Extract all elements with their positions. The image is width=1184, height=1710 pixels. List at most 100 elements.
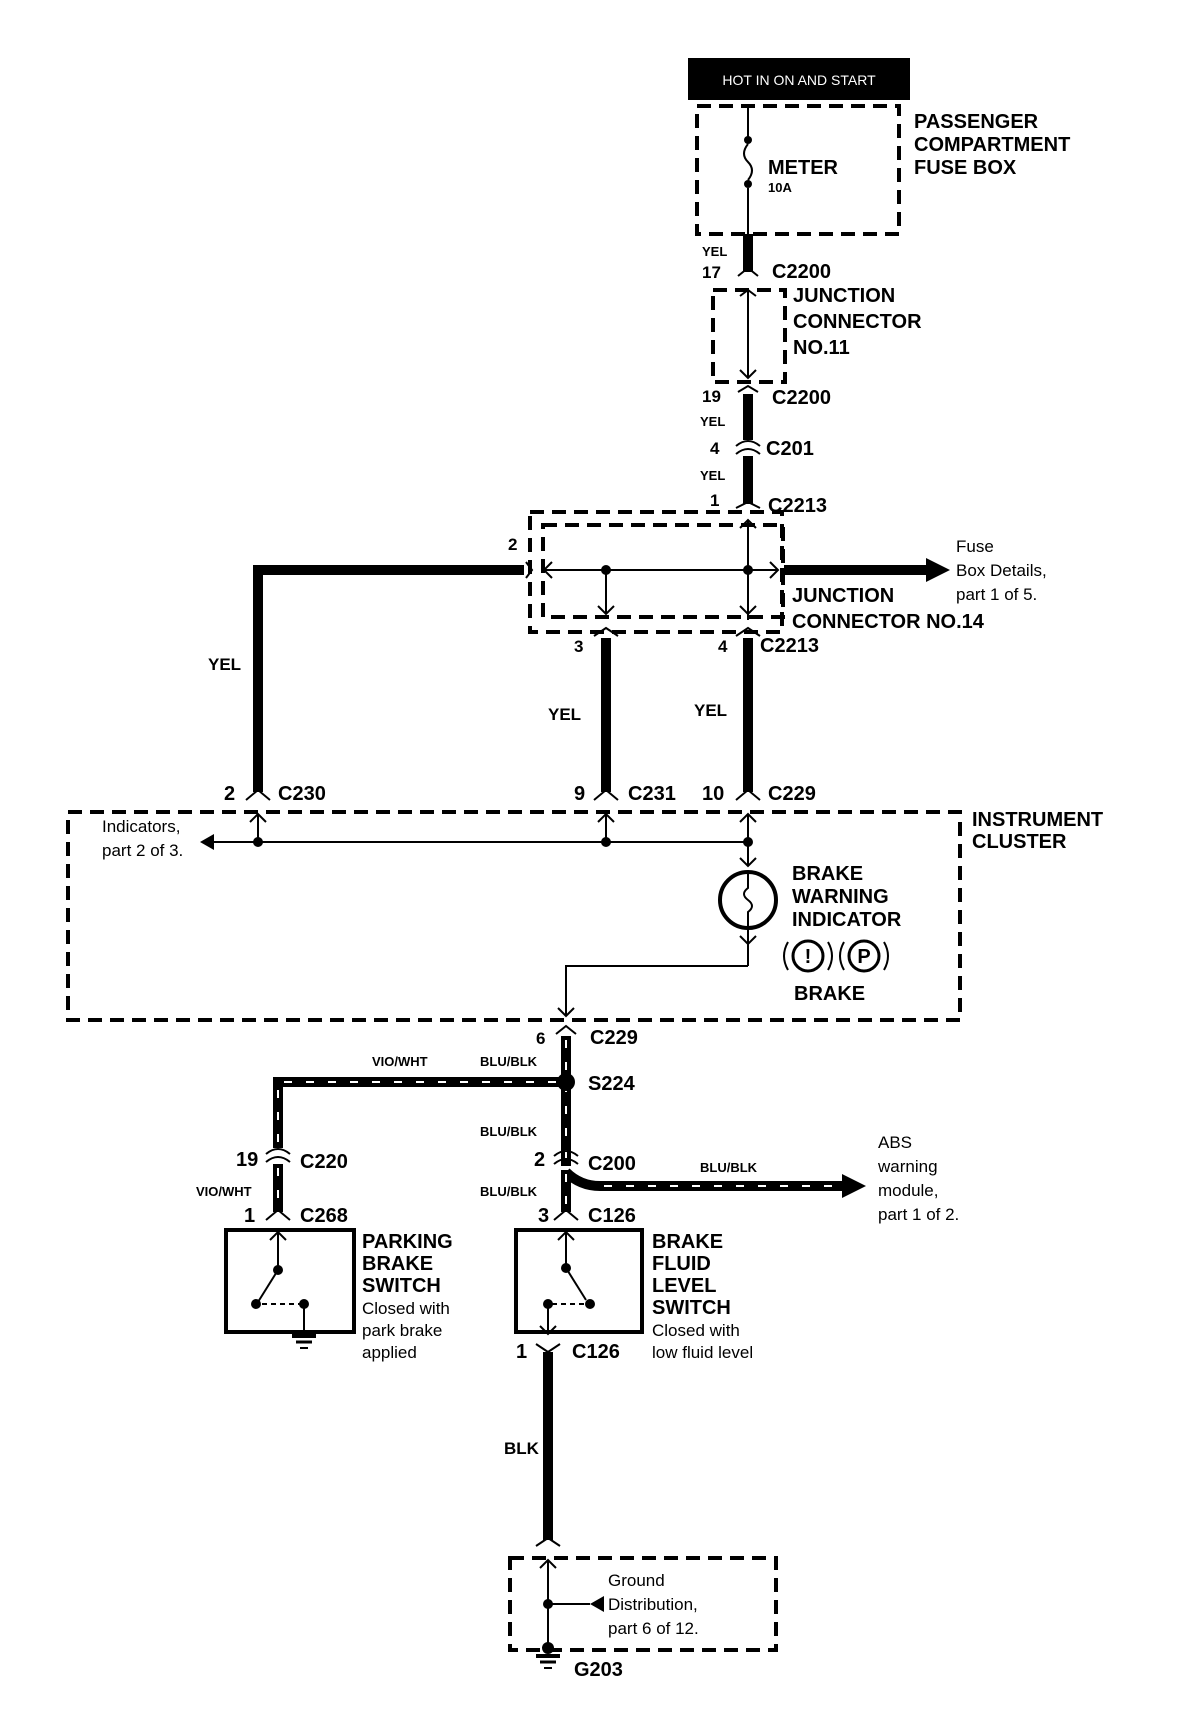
conn-c229-top: C229 xyxy=(768,783,816,805)
fuse-box-title-3: FUSE BOX xyxy=(914,157,1017,179)
jc14-title-1: JUNCTION xyxy=(792,585,894,607)
wire-label-yel-3: YEL xyxy=(700,468,725,483)
conn-c2213-out: C2213 xyxy=(760,635,819,657)
conn-c2200-bottom: C2200 xyxy=(772,387,831,409)
wire-label-yel-2: YEL xyxy=(700,414,725,429)
pin-9-c231: 9 xyxy=(574,783,585,805)
wire-label-vio-wht-2: VIO/WHT xyxy=(196,1184,252,1199)
indicators-ref-2: part 2 of 3. xyxy=(102,841,183,860)
fuse-rating: 10A xyxy=(768,180,792,195)
hot-label: HOT IN ON AND START xyxy=(722,72,876,88)
arrow-abs xyxy=(842,1174,866,1198)
ground-ref-2: Distribution, xyxy=(608,1595,698,1614)
pin-4-jc14: 4 xyxy=(718,637,728,656)
wire-label-yel-mid: YEL xyxy=(548,705,581,724)
symbol-p: P xyxy=(857,946,870,968)
fluid-level-switch-box xyxy=(514,1228,644,1334)
ground-distribution-outline xyxy=(508,1556,778,1652)
fluid-title-1: BRAKE xyxy=(652,1231,723,1253)
fluid-desc-2: low fluid level xyxy=(652,1343,753,1362)
fuse-icon xyxy=(743,143,753,181)
pin-4-c201: 4 xyxy=(710,439,720,458)
brake-indicator-title-2: WARNING xyxy=(792,886,889,908)
fluid-desc-1: Closed with xyxy=(652,1321,740,1340)
brake-indicator-title-1: BRAKE xyxy=(792,863,863,885)
pin-1-c268: 1 xyxy=(244,1205,255,1227)
jc14-title-2: CONNECTOR NO.14 xyxy=(792,611,985,633)
pin-1-c2213: 1 xyxy=(710,491,719,510)
conn-c126-bottom: C126 xyxy=(572,1341,620,1363)
abs-ref-3: module, xyxy=(878,1181,938,1200)
conn-c231: C231 xyxy=(628,783,676,805)
fuse-box-ref-1: Fuse xyxy=(956,537,994,556)
pin-10-c229: 10 xyxy=(702,783,724,805)
jc11-title-1: JUNCTION xyxy=(793,285,895,307)
parking-desc-3: applied xyxy=(362,1343,417,1362)
arrow-ground-distribution xyxy=(590,1596,604,1612)
fuse-box-outline xyxy=(695,104,901,236)
wire-label-blk: BLK xyxy=(504,1439,540,1458)
conn-c220: C220 xyxy=(300,1151,348,1173)
pin-19: 19 xyxy=(702,387,721,406)
splice-s224 xyxy=(557,1073,575,1091)
wire-label-yel-right: YEL xyxy=(694,701,727,720)
conn-c200: C200 xyxy=(588,1153,636,1175)
fluid-title-3: LEVEL xyxy=(652,1275,716,1297)
wire-label-yel-left: YEL xyxy=(208,655,241,674)
conn-c230: C230 xyxy=(278,783,326,805)
ground-g203: G203 xyxy=(574,1659,623,1681)
jc14-inner-outline xyxy=(541,523,785,619)
fuse-box-title-2: COMPARTMENT xyxy=(914,134,1070,156)
pin-6-c229: 6 xyxy=(536,1029,545,1048)
arrow-fuse-box-details xyxy=(926,558,950,582)
conn-c229-bottom: C229 xyxy=(590,1027,638,1049)
jc11-title-2: CONNECTOR xyxy=(793,311,922,333)
symbol-exclamation: ! xyxy=(805,946,812,968)
cluster-title-1: INSTRUMENT xyxy=(972,809,1103,831)
ground-ref-3: part 6 of 12. xyxy=(608,1619,699,1638)
conn-c268: C268 xyxy=(300,1205,348,1227)
brake-indicator-title-3: INDICATOR xyxy=(792,909,902,931)
instrument-cluster-outline xyxy=(66,810,962,1022)
pin-2-c200: 2 xyxy=(534,1149,545,1171)
ground-icon-g203 xyxy=(536,1654,560,1669)
parking-desc-2: park brake xyxy=(362,1321,442,1340)
wire-label-blu-blk-1: BLU/BLK xyxy=(480,1054,538,1069)
abs-ref-4: part 1 of 2. xyxy=(878,1205,959,1224)
parking-title-2: BRAKE xyxy=(362,1253,433,1275)
abs-ref-2: warning xyxy=(877,1157,938,1176)
parking-brake-switch-box xyxy=(224,1228,356,1334)
cluster-title-2: CLUSTER xyxy=(972,831,1067,853)
wire-label-vio-wht-1: VIO/WHT xyxy=(372,1054,428,1069)
ground-ref-1: Ground xyxy=(608,1571,665,1590)
fuse-name: METER xyxy=(768,157,839,179)
hot-label-box xyxy=(688,58,910,100)
fluid-switch-contact-icon xyxy=(565,1267,587,1301)
conn-c126-top: C126 xyxy=(588,1205,636,1227)
pin-1-c126: 1 xyxy=(516,1341,527,1363)
wire-label-blu-blk-abs: BLU/BLK xyxy=(700,1160,758,1175)
splice-label: S224 xyxy=(588,1073,636,1095)
wire-label-yel-top: YEL xyxy=(702,244,727,259)
pin-17: 17 xyxy=(702,263,721,282)
indicators-ref-1: Indicators, xyxy=(102,817,180,836)
parking-title-3: SWITCH xyxy=(362,1275,441,1297)
fuse-box-title-1: PASSENGER xyxy=(914,111,1039,133)
pin-3-c126: 3 xyxy=(538,1205,549,1227)
pin-2-c230: 2 xyxy=(224,783,235,805)
parking-switch-contact-icon xyxy=(257,1269,279,1303)
pin-19-c220: 19 xyxy=(236,1149,258,1171)
parking-title-1: PARKING xyxy=(362,1231,453,1253)
arrow-indicators xyxy=(200,834,214,850)
pin-3-jc14: 3 xyxy=(574,637,583,656)
jc11-title-3: NO.11 xyxy=(793,337,850,359)
fuse-box-ref-2: Box Details, xyxy=(956,561,1047,580)
wire-yel-left xyxy=(253,565,524,792)
parking-desc-1: Closed with xyxy=(362,1299,450,1318)
wire-label-blu-blk-3: BLU/BLK xyxy=(480,1184,538,1199)
wire-label-blu-blk-2: BLU/BLK xyxy=(480,1124,538,1139)
fluid-title-2: FLUID xyxy=(652,1253,711,1275)
fluid-title-4: SWITCH xyxy=(652,1297,731,1319)
brake-text: BRAKE xyxy=(794,983,865,1005)
